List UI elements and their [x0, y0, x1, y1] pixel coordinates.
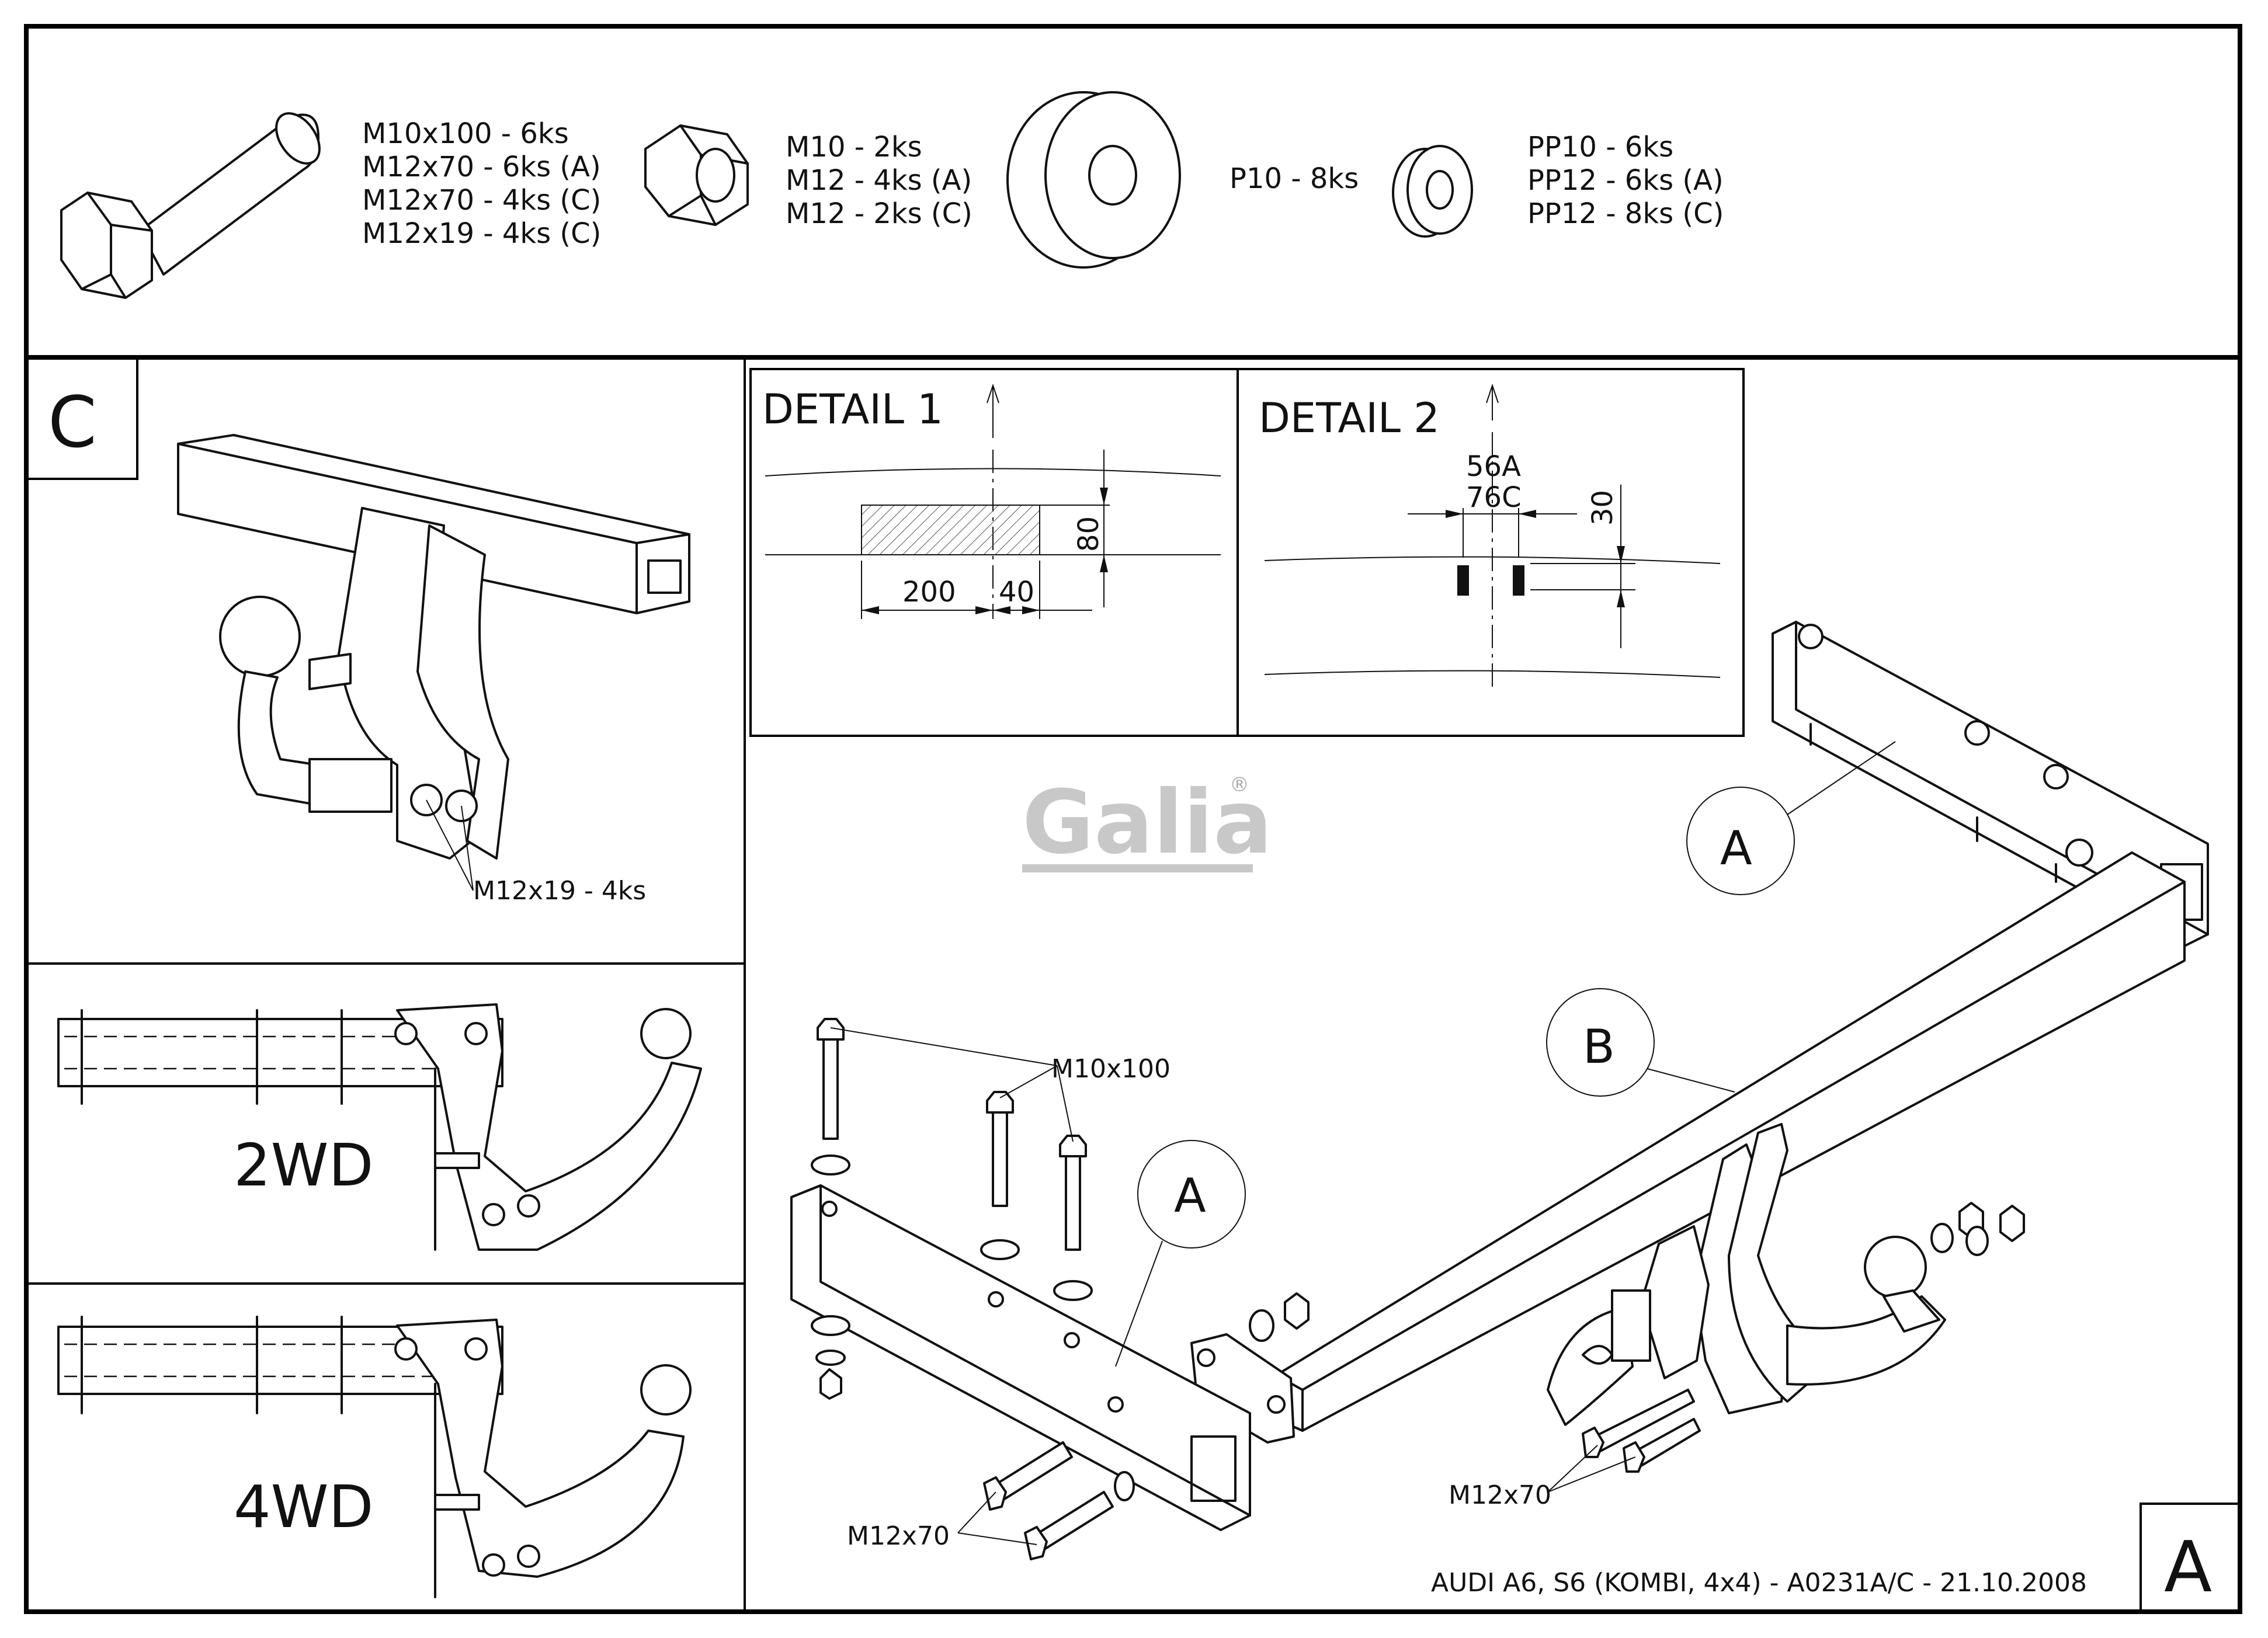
detail2-title: DETAIL 2	[1259, 394, 1440, 442]
detail1-title: DETAIL 1	[762, 385, 943, 433]
parts-spring-washer-line-3: PP12 - 8ks (C)	[1527, 197, 1724, 230]
label-m10x100: M10x100	[1051, 1054, 1171, 1084]
spring-washer-icon	[1392, 145, 1473, 238]
detail1-dim-height: 80	[1072, 516, 1105, 552]
parts-spring-washer-line-2: PP12 - 6ks (A)	[1527, 164, 1724, 197]
parts-spring-washer-list: PP10 - 6ks PP12 - 6ks (A) PP12 - 8ks (C)	[1527, 131, 1724, 230]
detail1-drawing	[765, 383, 1221, 619]
hex-nut-icon	[644, 124, 749, 226]
sheet-letter-box	[2140, 1503, 2241, 1613]
variant-4wd-label: 4WD	[234, 1473, 374, 1541]
detail2-dim-a: 56A	[1466, 450, 1521, 483]
parts-nut-line-3: M12 - 2ks (C)	[786, 197, 973, 230]
callout-b: B	[1583, 1020, 1615, 1074]
detail1-dim-width-a: 200	[902, 576, 956, 608]
parts-nut-line-2: M12 - 4ks (A)	[786, 164, 972, 197]
galia-logo: Galia ®	[1022, 772, 1272, 874]
parts-spring-washer-line-1: PP10 - 6ks	[1527, 131, 1673, 164]
variant-4wd-drawing	[57, 1316, 692, 1598]
parts-bolt-line-4: M12x19 - 4ks (C)	[362, 217, 601, 250]
sheet-letter: A	[2164, 1527, 2212, 1608]
assembly-drawing	[790, 621, 2209, 1560]
hex-bolt-icon	[60, 112, 321, 299]
flat-washer-icon	[1006, 91, 1181, 269]
parts-bolt-line-2: M12x70 - 6ks (A)	[362, 151, 601, 183]
galia-logo-wordmark: Galia	[1022, 772, 1272, 874]
detail2-drawing	[1264, 383, 1721, 689]
galia-registered-mark: ®	[1229, 773, 1249, 797]
variant-c-hitch-drawing	[177, 434, 690, 891]
label-m12x70-right: M12x70	[1449, 1480, 1551, 1510]
variant-c-letter: C	[48, 382, 97, 464]
callout-a-left: A	[1174, 1168, 1206, 1223]
label-m12x70-left: M12x70	[847, 1521, 950, 1551]
detail2-box	[1237, 368, 1745, 737]
parts-bolt-list: M10x100 - 6ks M12x70 - 6ks (A) M12x70 - …	[362, 117, 601, 250]
parts-bolt-line-3: M12x70 - 4ks (C)	[362, 184, 601, 217]
variant-c-letter-box	[25, 356, 138, 480]
detail2-dim-height: 30	[1586, 490, 1619, 526]
detail2-dim-c: 76C	[1466, 481, 1522, 514]
variant-2wd-drawing	[57, 1003, 702, 1251]
parts-nut-line-1: M10 - 2ks	[786, 131, 922, 164]
footer-caption: AUDI A6, S6 (KOMBI, 4x4) - A0231A/C - 21…	[1431, 1568, 2087, 1598]
variant-c-bolt-label: M12x19 - 4ks	[473, 876, 646, 906]
callout-a-right: A	[1720, 821, 1752, 875]
parts-washer-line-1: P10 - 8ks	[1229, 162, 1359, 195]
parts-nut-list: M10 - 2ks M12 - 4ks (A) M12 - 2ks (C)	[786, 131, 973, 230]
detail1-dim-width-b: 40	[999, 576, 1034, 608]
parts-bolt-line-1: M10x100 - 6ks	[362, 117, 569, 150]
outer-frame	[24, 24, 2242, 1614]
variant-2wd-label: 2WD	[234, 1131, 374, 1199]
